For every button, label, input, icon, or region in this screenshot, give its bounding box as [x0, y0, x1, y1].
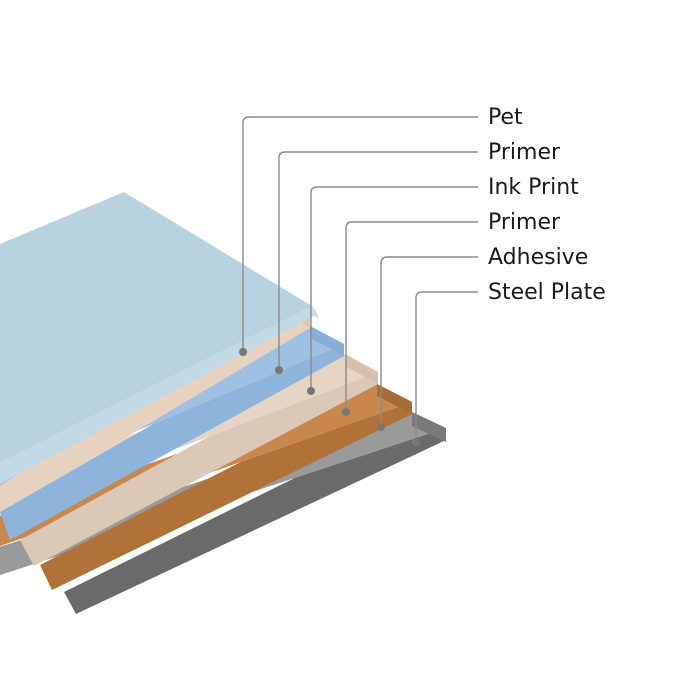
- leader-line-adhesive: [380, 256, 478, 427]
- layer-pet: [0, 192, 318, 484]
- leader-line-ink-print: [310, 186, 478, 391]
- layer-primer-2-cap: [345, 354, 378, 384]
- layer-pet-front: [0, 306, 318, 484]
- layer-primer-1-front: [0, 298, 310, 512]
- label-steel-plate: Steel Plate: [488, 280, 606, 305]
- label-adhesive: Adhesive: [488, 245, 588, 270]
- leader-dot-primer-2: [342, 408, 350, 416]
- layer-adhesive-front: [0, 384, 412, 590]
- layer-pet-top: [0, 192, 312, 462]
- leader-dot-ink-print: [307, 387, 315, 395]
- leader-dot-primer-1: [275, 366, 283, 374]
- labels-group: Pet Primer Ink Print Primer Adhesive Ste…: [488, 105, 606, 305]
- layer-steel-plate-cap: [412, 412, 446, 442]
- leader-dot-steel-plate: [412, 438, 420, 446]
- leader-line-primer-1: [278, 151, 478, 370]
- label-primer-1: Primer: [488, 140, 561, 165]
- layer-ink-print-front: [0, 326, 344, 540]
- leader-line-pet: [242, 116, 478, 352]
- label-pet: Pet: [488, 105, 523, 130]
- layer-ink-print-cap: [310, 326, 344, 356]
- layer-primer-2-front: [0, 354, 378, 566]
- leader-line-steel-plate: [415, 291, 478, 442]
- layer-pet-cap: [312, 306, 318, 320]
- layers-group: [0, 192, 446, 614]
- leader-dot-pet: [239, 348, 247, 356]
- leader-line-primer-2: [345, 221, 478, 412]
- label-primer-2: Primer: [488, 210, 561, 235]
- leader-dot-adhesive: [377, 423, 385, 431]
- label-ink-print: Ink Print: [488, 175, 579, 200]
- layer-adhesive-cap: [377, 384, 412, 414]
- leaders-group: [239, 116, 478, 446]
